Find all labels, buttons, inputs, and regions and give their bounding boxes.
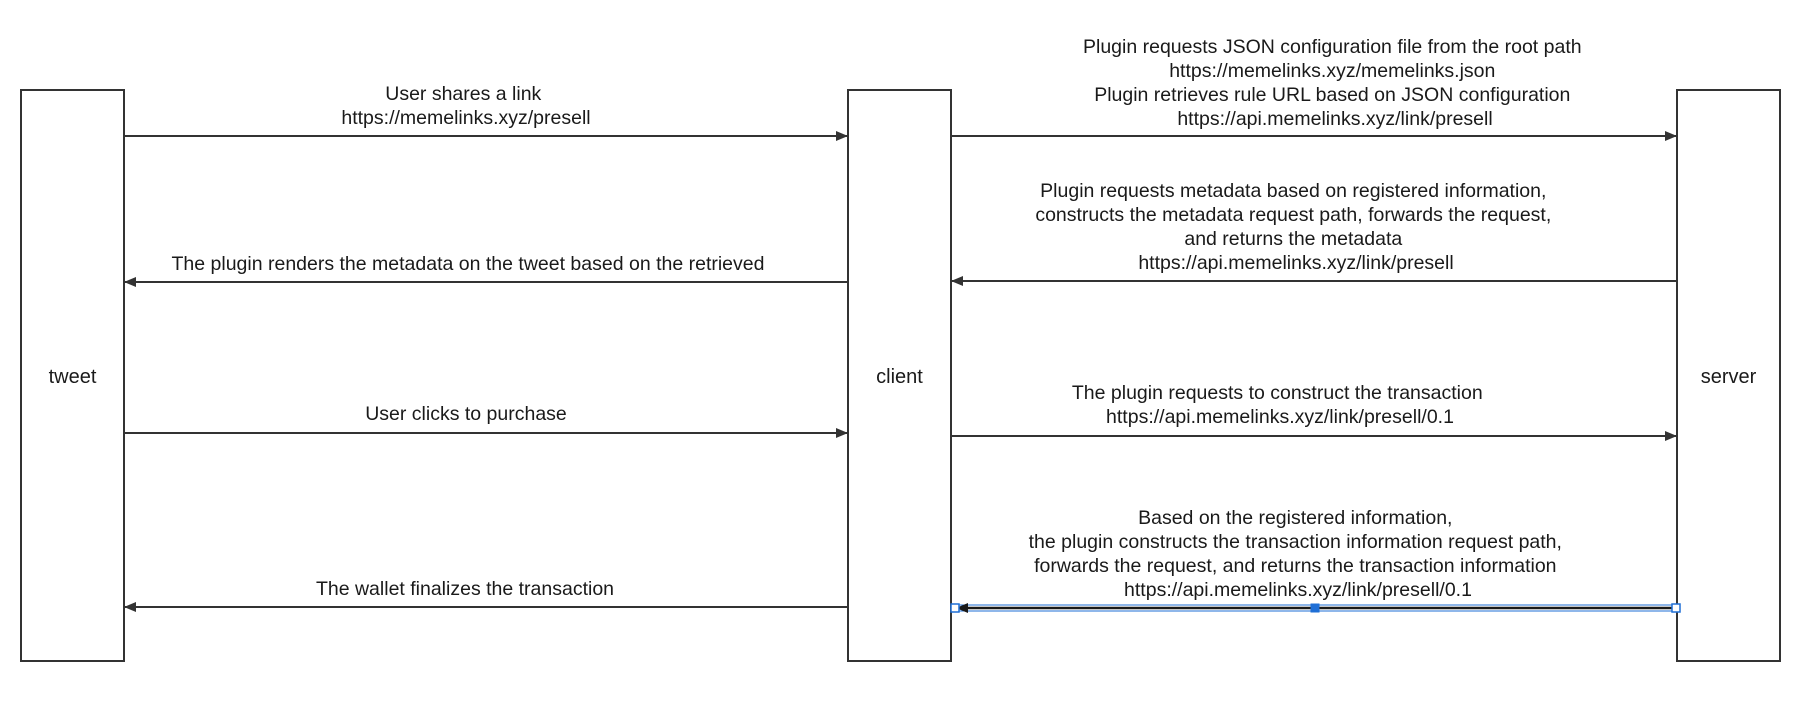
message-finalize-transaction[interactable]: The wallet finalizes the transaction: [124, 578, 848, 612]
participant-client[interactable]: client: [847, 89, 952, 662]
message-return-metadata[interactable]: Plugin requests metadata based on regist…: [951, 180, 1677, 286]
participant-client-box[interactable]: [847, 89, 952, 662]
message-render-metadata-line-1: The plugin renders the metadata on the t…: [172, 253, 765, 275]
message-return-transaction[interactable]: Based on the registered information, the…: [950, 507, 1681, 613]
message-request-config-line-1: Plugin requests JSON configuration file …: [1083, 36, 1582, 58]
message-return-metadata-line-4: https://api.memelinks.xyz/link/presell: [1138, 252, 1453, 274]
participant-server-label: server: [1701, 366, 1757, 388]
message-construct-transaction-line-1: The plugin requests to construct the tra…: [1072, 382, 1483, 404]
message-return-transaction-line-2: the plugin constructs the transaction in…: [1029, 531, 1562, 553]
message-request-config-line-3: Plugin retrieves rule URL based on JSON …: [1094, 84, 1570, 106]
message-return-transaction-line-3: forwards the request, and returns the tr…: [1034, 555, 1556, 577]
message-share-link-text: User shares a link https://memelinks.xyz…: [341, 83, 590, 129]
message-return-metadata-line-1: Plugin requests metadata based on regist…: [1040, 180, 1546, 202]
participant-server-box[interactable]: [1676, 89, 1781, 662]
message-render-metadata[interactable]: The plugin renders the metadata on the t…: [124, 253, 848, 287]
message-request-config[interactable]: Plugin requests JSON configuration file …: [951, 36, 1677, 141]
message-return-transaction-text: Based on the registered information, the…: [1029, 507, 1568, 601]
message-finalize-transaction-text: The wallet finalizes the transaction: [316, 578, 614, 600]
participant-tweet[interactable]: tweet: [20, 89, 125, 662]
selection-handle-end[interactable]: [1671, 603, 1681, 613]
message-click-purchase[interactable]: User clicks to purchase: [124, 403, 848, 438]
message-return-transaction-line-4: https://api.memelinks.xyz/link/presell/0…: [1124, 579, 1472, 601]
participant-tweet-box[interactable]: [20, 89, 125, 662]
message-return-metadata-line-2: constructs the metadata request path, fo…: [1035, 204, 1551, 226]
message-construct-transaction-text: The plugin requests to construct the tra…: [1072, 382, 1488, 428]
participant-tweet-label: tweet: [49, 366, 97, 388]
selection-handle-mid[interactable]: [1310, 603, 1320, 613]
participant-server[interactable]: server: [1676, 89, 1781, 662]
message-construct-transaction[interactable]: The plugin requests to construct the tra…: [951, 382, 1677, 441]
message-share-link[interactable]: User shares a link https://memelinks.xyz…: [124, 83, 848, 141]
message-request-config-line-2: https://memelinks.xyz/memelinks.json: [1169, 60, 1495, 82]
message-click-purchase-line-1: User clicks to purchase: [365, 403, 567, 425]
message-construct-transaction-line-2: https://api.memelinks.xyz/link/presell/0…: [1106, 406, 1454, 428]
selection-handle-start[interactable]: [950, 603, 960, 613]
message-return-transaction-line-1: Based on the registered information,: [1138, 507, 1452, 529]
message-request-config-text: Plugin requests JSON configuration file …: [1083, 36, 1587, 130]
message-request-config-line-4: https://api.memelinks.xyz/link/presell: [1177, 108, 1492, 130]
message-share-link-line-2: https://memelinks.xyz/presell: [341, 107, 590, 129]
message-share-link-line-1: User shares a link: [385, 83, 541, 105]
message-finalize-transaction-line-1: The wallet finalizes the transaction: [316, 578, 614, 600]
participant-client-label: client: [876, 366, 923, 388]
message-click-purchase-text: User clicks to purchase: [365, 403, 567, 425]
message-return-metadata-text: Plugin requests metadata based on regist…: [1035, 180, 1556, 274]
message-render-metadata-text: The plugin renders the metadata on the t…: [172, 253, 765, 275]
message-return-metadata-line-3: and returns the metadata: [1184, 228, 1402, 250]
